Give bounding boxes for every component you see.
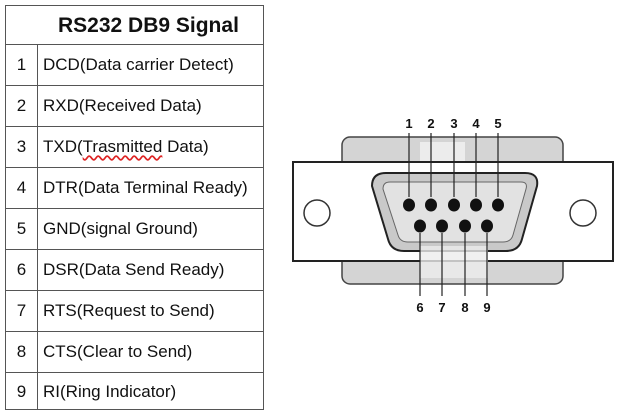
table-row: 9 RI(Ring Indicator) [6,373,263,410]
pin-leader-lines [408,133,499,296]
table-row: 6 DSR(Data Send Ready) [6,250,263,291]
table-title-text: RS232 DB9 Signal [58,14,239,37]
signal-label: DSR(Data Send Ready) [43,260,225,279]
table-row: 8 CTS(Clear to Send) [6,332,263,373]
pin-1 [403,198,415,212]
right-screw-hole [569,199,597,227]
spellcheck-word: Trasmitted [82,137,163,156]
table-row: 5 GND(signal Ground) [6,209,263,250]
signal-label-suffix: Data) [162,137,209,156]
signal-label: DCD(Data carrier Detect) [43,55,234,74]
table-title: RS232 DB9 Signal [6,6,263,45]
pin-number: 3 [6,127,38,167]
pin-8 [459,219,471,233]
pin-label-2: 2 [427,116,434,131]
pin-label-7: 7 [438,300,445,315]
shell-highlight [420,142,465,162]
pin-number: 4 [6,168,38,208]
pin-number: 5 [6,209,38,249]
pin-label-8: 8 [461,300,468,315]
pin-holes [403,198,504,233]
pin-number: 1 [6,45,38,85]
pin-label-4: 4 [472,116,480,131]
pin-number: 7 [6,291,38,331]
signal-label: RTS(Request to Send) [43,301,215,320]
pin-number: 2 [6,86,38,126]
pin-7 [436,219,448,233]
table-row: 7 RTS(Request to Send) [6,291,263,332]
pin-5 [492,198,504,212]
signal-label: TXD(Trasmitted Data) [43,127,209,167]
d-sub-insert [382,181,527,243]
table-row: 2 RXD(Received Data) [6,86,263,127]
table-row: 4 DTR(Data Terminal Ready) [6,168,263,209]
pin-number: 6 [6,250,38,290]
pin-label-6: 6 [416,300,423,315]
signal-label: CTS(Clear to Send) [43,342,193,361]
pin-number: 9 [6,373,38,410]
pin-4 [470,198,482,212]
signal-label: RI(Ring Indicator) [43,382,177,401]
signal-label: DTR(Data Terminal Ready) [43,178,248,197]
pin-label-5: 5 [494,116,501,131]
pin-9 [481,219,493,233]
pin-label-1: 1 [405,116,412,131]
signal-label: GND(signal Ground) [43,219,198,238]
signal-label-prefix: TXD( [43,137,83,156]
signal-table: RS232 DB9 Signal 1 DCD(Data carrier Dete… [5,5,264,410]
pin-6 [414,219,426,233]
pin-2 [425,198,437,212]
pin-3 [448,198,460,212]
pin-label-9: 9 [483,300,490,315]
table-row: 1 DCD(Data carrier Detect) [6,45,263,86]
pin-label-3: 3 [450,116,457,131]
table-row: 3 TXD(Trasmitted Data) [6,127,263,168]
signal-label: RXD(Received Data) [43,96,202,115]
shell-highlight [420,246,488,278]
left-screw-hole [303,199,331,227]
pin-number: 8 [6,332,38,372]
